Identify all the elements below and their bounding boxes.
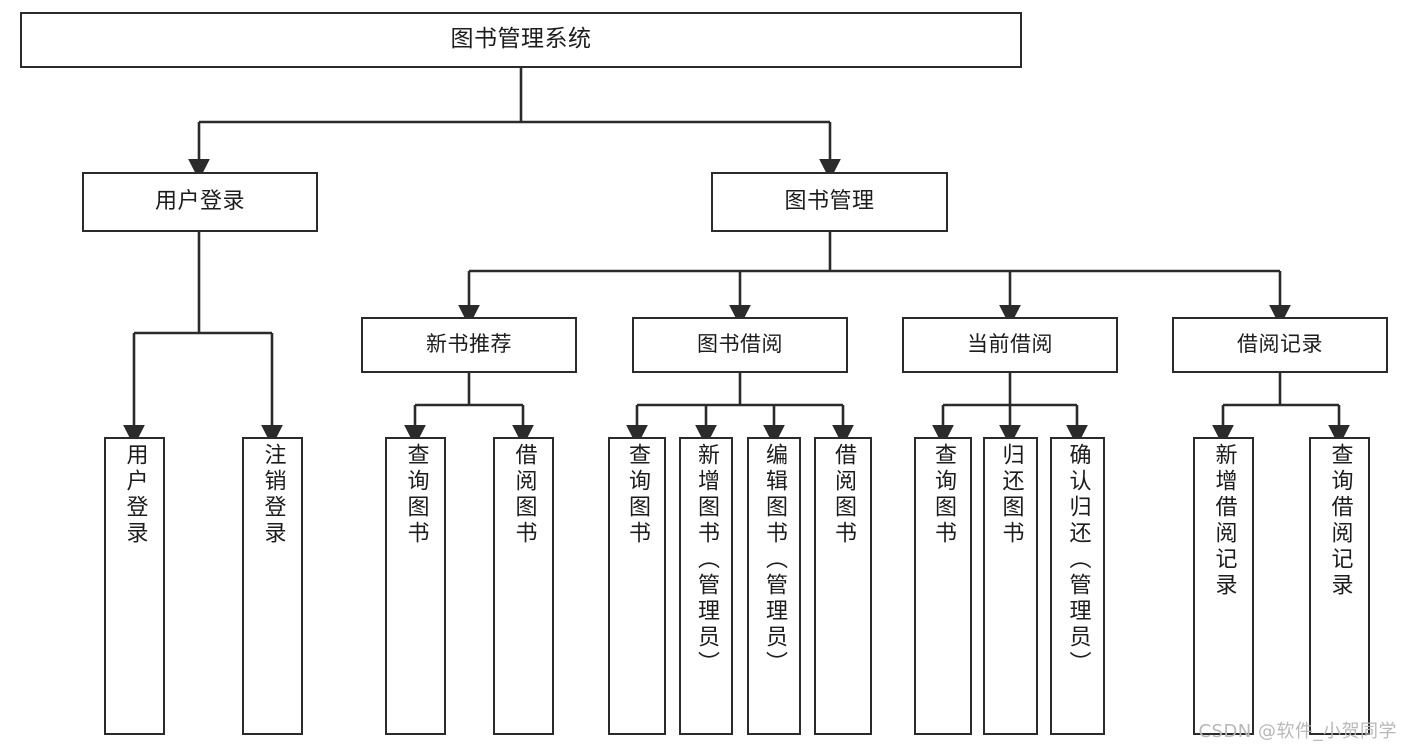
node-leaf-query-book-borrow[interactable]: 查询图书	[608, 437, 666, 735]
node-label: 查询图书	[403, 443, 429, 547]
node-label: 查询图书	[625, 443, 650, 547]
node-leaf-add-book[interactable]: 新增图书（管理员）	[679, 437, 733, 735]
node-label: 注销登录	[260, 443, 286, 547]
node-leaf-user-logout[interactable]: 注销登录	[242, 437, 303, 735]
node-label: 新增借阅记录	[1211, 443, 1237, 599]
node-label: 借阅记录	[1237, 332, 1323, 357]
node-label: 图书管理系统	[450, 26, 592, 53]
node-leaf-query-borrow-record[interactable]: 查询借阅记录	[1309, 437, 1370, 735]
node-leaf-query-book-current[interactable]: 查询图书	[914, 437, 972, 735]
watermark: CSDN @软件_小贺同学	[1198, 721, 1397, 742]
node-leaf-query-book-recommend[interactable]: 查询图书	[385, 437, 446, 735]
node-new-book-recommend[interactable]: 新书推荐	[361, 317, 577, 373]
node-label: 借阅图书	[831, 443, 856, 547]
node-label: 图书管理	[784, 188, 875, 214]
node-label: 查询图书	[931, 443, 956, 547]
node-leaf-borrow-book[interactable]: 借阅图书	[814, 437, 872, 735]
node-label: 用户登录	[122, 443, 148, 547]
node-root-library-system[interactable]: 图书管理系统	[20, 12, 1022, 68]
node-label: 用户登录	[154, 188, 245, 214]
node-label: 新增图书（管理员）	[694, 443, 719, 677]
node-leaf-add-borrow-record[interactable]: 新增借阅记录	[1193, 437, 1254, 735]
node-leaf-borrow-book-recommend[interactable]: 借阅图书	[493, 437, 554, 735]
node-label: 借阅图书	[511, 443, 537, 547]
node-label: 确认归还（管理员）	[1065, 443, 1091, 677]
node-leaf-edit-book[interactable]: 编辑图书（管理员）	[747, 437, 801, 735]
node-book-management[interactable]: 图书管理	[711, 172, 948, 232]
node-book-borrow[interactable]: 图书借阅	[632, 317, 848, 373]
node-label: 新书推荐	[426, 332, 512, 357]
node-current-borrow[interactable]: 当前借阅	[902, 317, 1118, 373]
node-label: 归还图书	[998, 443, 1024, 547]
node-label: 查询借阅记录	[1327, 443, 1353, 599]
node-leaf-confirm-return[interactable]: 确认归还（管理员）	[1050, 437, 1105, 735]
node-label: 编辑图书（管理员）	[762, 443, 787, 677]
node-label: 图书借阅	[697, 332, 783, 357]
node-leaf-user-login[interactable]: 用户登录	[104, 437, 165, 735]
node-borrow-record[interactable]: 借阅记录	[1172, 317, 1388, 373]
node-label: 当前借阅	[967, 332, 1053, 357]
node-leaf-return-book[interactable]: 归还图书	[983, 437, 1038, 735]
node-user-login[interactable]: 用户登录	[82, 172, 318, 232]
